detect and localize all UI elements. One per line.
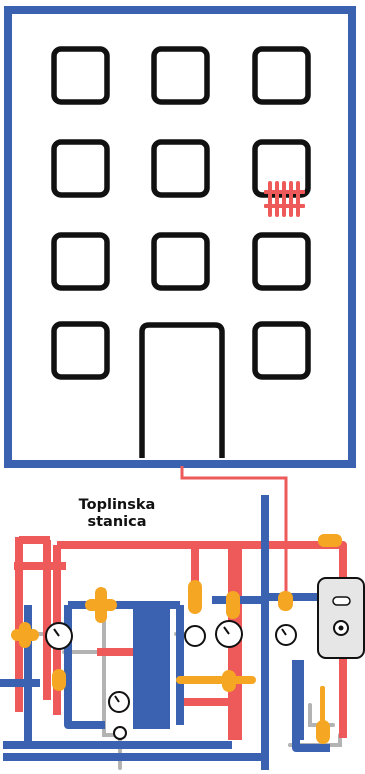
valve-icon	[188, 580, 202, 614]
pressure-gauge-icon	[108, 691, 130, 713]
valve-icon	[85, 599, 117, 611]
window	[252, 232, 311, 291]
valve-icon	[316, 720, 330, 744]
controller-icon	[317, 577, 365, 659]
hot-pipe	[57, 541, 347, 738]
building-door	[139, 322, 225, 458]
pressure-gauge-icon	[184, 625, 206, 647]
valve-icon	[278, 591, 293, 611]
window	[151, 232, 210, 291]
valves	[11, 534, 342, 744]
valve-icon	[176, 676, 256, 684]
pressure-gauge-icon	[113, 726, 127, 740]
neutral-pipe	[62, 650, 124, 737]
valve-icon	[318, 534, 342, 547]
window	[151, 46, 210, 105]
window	[51, 139, 110, 198]
valve-icon	[320, 686, 325, 726]
window	[51, 46, 110, 105]
station-label: Toplinska stanica	[62, 497, 172, 531]
radiator-icon	[264, 181, 305, 217]
window	[252, 46, 311, 105]
valve-icon	[11, 629, 39, 641]
pressure-gauge-icon	[215, 620, 243, 648]
heat-exchanger	[133, 603, 170, 729]
window	[51, 321, 110, 380]
window	[252, 321, 311, 380]
cold-pipe	[64, 605, 105, 729]
pressure-gauge-icon	[275, 624, 297, 646]
gauges	[45, 620, 297, 740]
valve-icon	[226, 591, 240, 619]
station-label-line1: Toplinska	[78, 497, 156, 513]
window	[51, 232, 110, 291]
window	[151, 139, 210, 198]
window	[252, 139, 311, 198]
pressure-gauge-icon	[45, 622, 73, 650]
building-supply-line	[180, 466, 288, 600]
station-label-line2: stanica	[87, 514, 147, 530]
building-windows	[51, 46, 311, 380]
valve-icon	[52, 669, 66, 691]
